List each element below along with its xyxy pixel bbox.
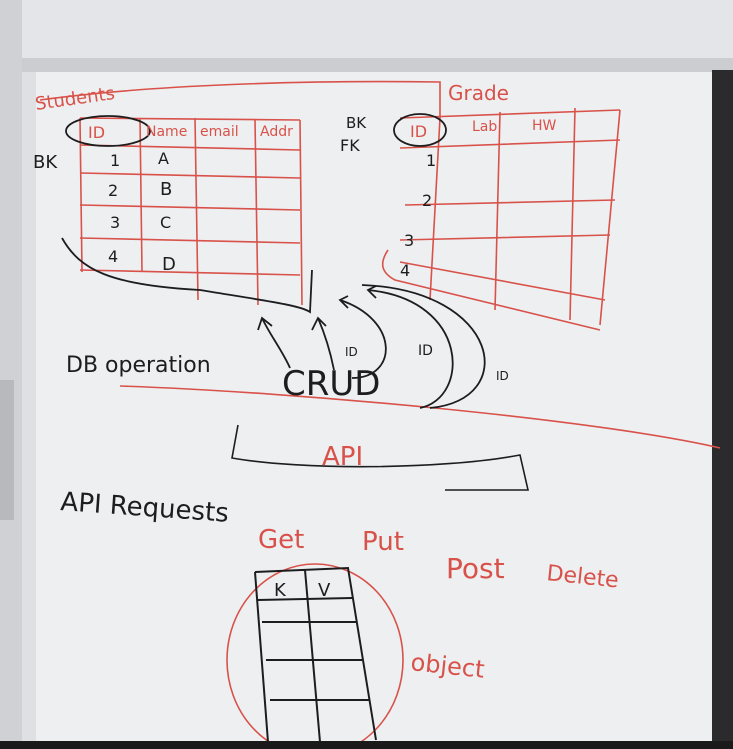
db-operation-label: DB operation (66, 353, 211, 378)
db-operation-underline (119, 385, 721, 449)
students-table (39, 80, 441, 306)
students-id-2: 2 (108, 181, 118, 200)
row4-bracket (61, 237, 313, 314)
grade-table-title: Grade (448, 81, 509, 105)
students-id-3: 3 (110, 213, 120, 232)
kv-table (254, 566, 377, 743)
api-bracket (231, 424, 530, 491)
grade-id-1: 1 (426, 151, 436, 170)
students-key-label: BK (33, 152, 58, 173)
students-name-c: C (160, 213, 171, 232)
crud-label: CRUD (282, 364, 380, 404)
arrow-label-id-2: ID (418, 343, 433, 359)
api-label: API (322, 442, 363, 472)
grade-id-2: 2 (422, 191, 432, 210)
students-header-name: Name (146, 124, 187, 140)
students-name-a: A (158, 149, 169, 168)
students-name-d: D (162, 254, 176, 275)
method-post: Post (446, 552, 505, 585)
grade-id-3: 3 (404, 231, 414, 250)
grade-id-circle (393, 113, 447, 147)
arrow-label-id-1: ID (345, 345, 358, 359)
grade-table (381, 107, 621, 331)
students-header-id: ID (88, 123, 105, 142)
grade-header-hw: HW (532, 118, 557, 134)
method-get: Get (258, 525, 304, 555)
grade-key-bk: BK (346, 114, 367, 132)
grade-key-fk: FK (340, 136, 360, 155)
students-header-addr: Addr (260, 124, 293, 140)
kv-header-k: K (274, 580, 287, 601)
whiteboard (22, 72, 712, 742)
grade-id-4: 4 (400, 261, 410, 280)
grade-header-id: ID (410, 122, 427, 141)
students-id-4: 4 (108, 247, 118, 266)
crud-arrows (257, 284, 486, 409)
video-bottom-bar (0, 741, 733, 749)
grade-header-lab: Lab (472, 119, 497, 135)
method-put: Put (362, 527, 404, 557)
object-circle (226, 563, 404, 749)
students-id-circle (65, 115, 151, 147)
arrow-label-id-3: ID (496, 369, 509, 383)
students-name-b: B (160, 179, 172, 200)
students-id-1: 1 (110, 151, 120, 170)
students-header-email: email (200, 124, 239, 140)
kv-header-v: V (318, 580, 331, 601)
